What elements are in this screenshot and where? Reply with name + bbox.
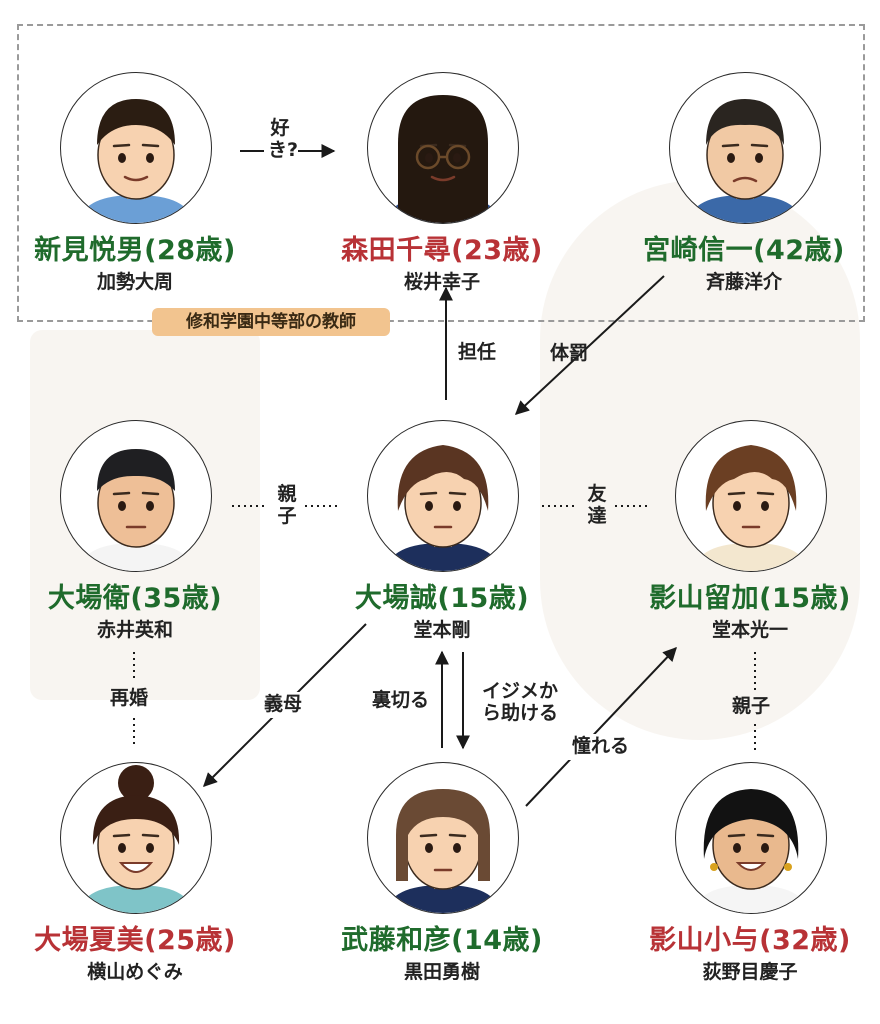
relation-label-tannin: 担任 [458,341,497,363]
actor-name: 荻野目慶子 [702,961,798,983]
avatar-natsumi [60,762,212,914]
avatar-muto [367,762,519,914]
character-name: 影山留加(15歳) [649,583,851,614]
actor-name: 堂本剛 [413,619,471,641]
person-card: 大場衛(35歳) 赤井英和 [15,420,255,680]
person-card: 新見悦男(28歳) 加勢大周 [15,72,255,332]
relation-label-suki: 好き? [268,117,299,161]
relation-label-taibatsu: 体罰 [550,342,589,364]
character-name: 新見悦男(28歳) [34,235,236,266]
character-name: 宮崎信一(42歳) [643,235,845,266]
arrow-akogare [525,646,677,807]
relation-label-oyako: 親子 [277,483,297,527]
relation-label-uragiru: 裏切る [372,689,430,711]
character-name: 森田千尋(23歳) [341,235,543,266]
relation-label-oyako2: 親子 [732,695,771,717]
person-card: 宮崎信一(42歳) 斉藤洋介 [624,72,864,332]
relation-label-ijime: イジメから助ける [481,680,558,724]
teacher-group-box [17,24,865,322]
actor-name: 斉藤洋介 [705,271,782,293]
avatar-kageyamaruka [675,420,827,572]
actor-name: 桜井幸子 [403,271,480,293]
teacher-group-label: 修和学園中等部の教師 [152,308,390,336]
character-name: 大場誠(15歳) [354,583,530,614]
avatar-miyazaki [669,72,821,224]
person-card: 大場誠(15歳) 堂本剛 [322,420,562,680]
relation-label-gibo: 義母 [260,692,307,718]
avatar-obamamoru [60,420,212,572]
character-name: 大場夏美(25歳) [34,925,236,956]
person-card: 大場夏美(25歳) 横山めぐみ [15,762,255,1022]
person-card: 森田千尋(23歳) 桜井幸子 [322,72,562,332]
avatar-morita [367,72,519,224]
character-name: 武藤和彦(14歳) [341,925,543,956]
relation-label-tomodachi: 友達 [587,483,607,527]
person-card: 影山留加(15歳) 堂本光一 [630,420,870,680]
relation-label-saikon: 再婚 [110,687,149,709]
actor-name: 加勢大周 [96,271,173,293]
person-card: 武藤和彦(14歳) 黒田勇樹 [322,762,562,1022]
actor-name: 黒田勇樹 [403,961,480,983]
relation-label-akogare: 憧れる [568,734,634,760]
actor-name: 横山めぐみ [87,961,183,983]
person-card: 影山小与(32歳) 荻野目慶子 [630,762,870,1022]
actor-name: 赤井英和 [96,619,173,641]
arrow-taibatsu [514,275,665,415]
avatar-kageyamako [675,762,827,914]
character-name: 影山小与(32歳) [649,925,851,956]
avatar-niimi [60,72,212,224]
character-name: 大場衛(35歳) [47,583,223,614]
actor-name: 堂本光一 [711,619,788,641]
avatar-obamakoto [367,420,519,572]
